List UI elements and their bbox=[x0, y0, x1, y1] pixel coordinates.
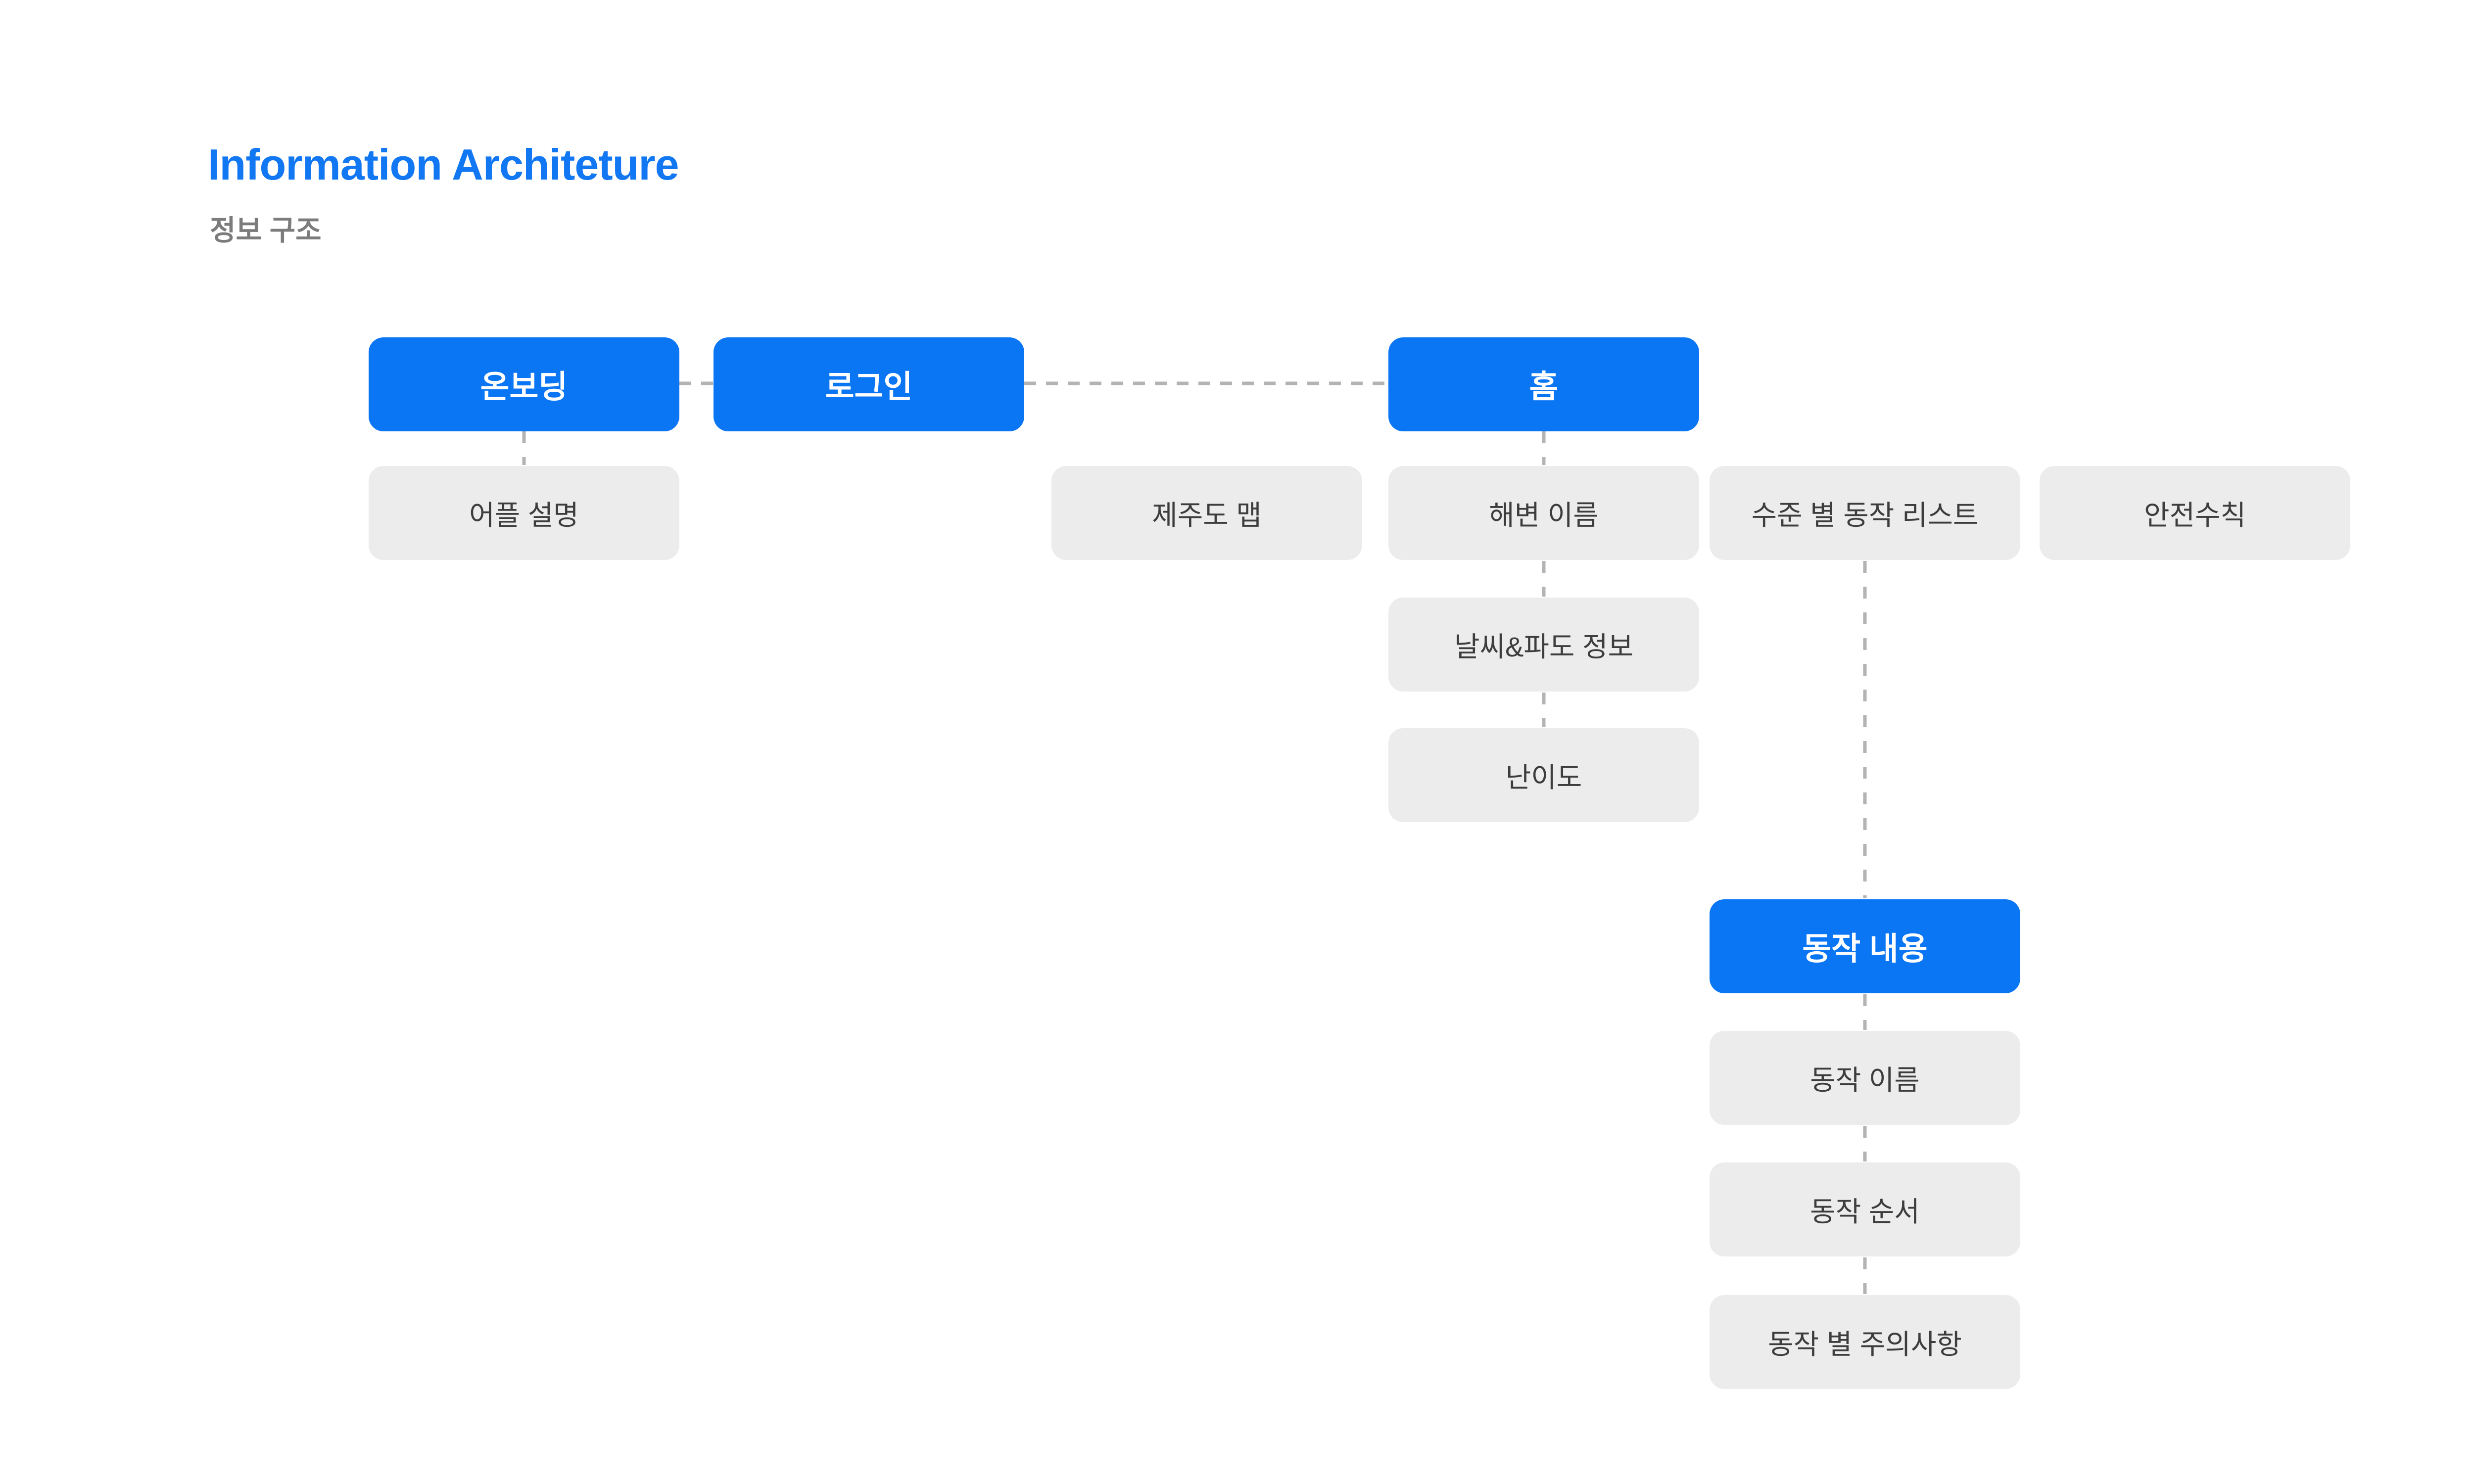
node-app-description: 어플 설명 bbox=[369, 466, 679, 560]
node-action-order: 동작 순서 bbox=[1710, 1162, 2020, 1256]
node-action-cautions-label: 동작 별 주의사항 bbox=[1768, 1328, 1962, 1360]
node-onboarding-label: 온보딩 bbox=[480, 369, 568, 405]
node-onboarding: 온보딩 bbox=[369, 337, 679, 431]
page-subtitle: 정보 구조 bbox=[210, 215, 322, 246]
node-difficulty: 난이도 bbox=[1388, 728, 1699, 822]
node-level-action-list: 수준 별 동작 리스트 bbox=[1710, 466, 2020, 560]
node-action-name-label: 동작 이름 bbox=[1810, 1064, 1920, 1096]
node-login: 로그인 bbox=[714, 337, 1024, 431]
node-action-order-label: 동작 순서 bbox=[1810, 1196, 1920, 1227]
node-beach-name-label: 해변 이름 bbox=[1489, 499, 1599, 531]
node-level-action-list-label: 수준 별 동작 리스트 bbox=[1751, 499, 1979, 531]
node-home: 홈 bbox=[1388, 337, 1699, 431]
node-action-content-label: 동작 내용 bbox=[1802, 931, 1928, 967]
node-safety-rules-label: 안전수칙 bbox=[2143, 499, 2246, 531]
node-app-description-label: 어플 설명 bbox=[469, 499, 579, 531]
node-jeju-map: 제주도 맵 bbox=[1051, 466, 1362, 560]
node-jeju-map-label: 제주도 맵 bbox=[1152, 499, 1262, 531]
node-difficulty-label: 난이도 bbox=[1505, 761, 1582, 793]
page-title: Information Architeture bbox=[208, 140, 679, 189]
node-weather-wave-info: 날씨&파도 정보 bbox=[1388, 598, 1699, 692]
node-safety-rules: 안전수칙 bbox=[2040, 466, 2350, 560]
node-login-label: 로그인 bbox=[825, 369, 913, 405]
node-home-label: 홈 bbox=[1529, 369, 1559, 405]
node-weather-wave-info-label: 날씨&파도 정보 bbox=[1454, 631, 1634, 662]
node-action-cautions: 동작 별 주의사항 bbox=[1710, 1295, 2020, 1389]
node-action-content: 동작 내용 bbox=[1710, 899, 2020, 993]
node-action-name: 동작 이름 bbox=[1710, 1031, 2020, 1125]
node-beach-name: 해변 이름 bbox=[1388, 466, 1699, 560]
